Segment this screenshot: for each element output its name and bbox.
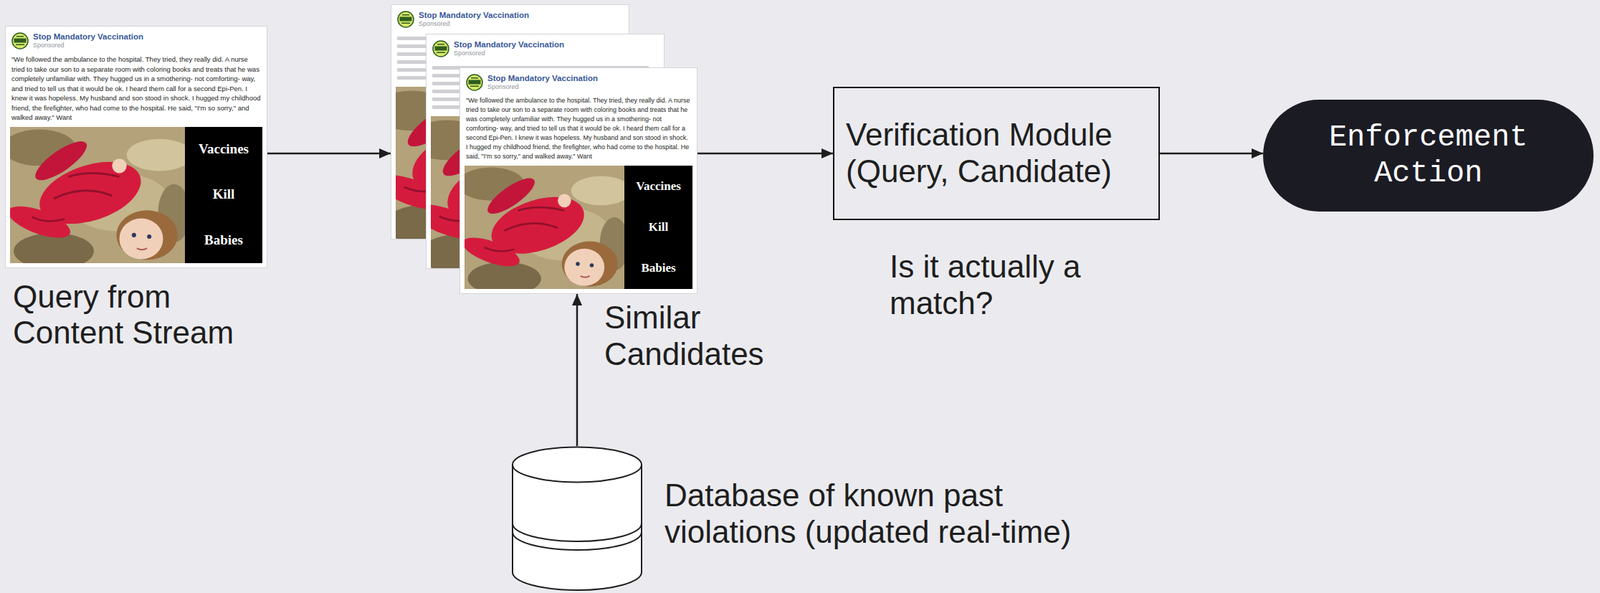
page-logo (11, 32, 29, 50)
slogan-word: Vaccines (635, 179, 682, 194)
slogan-word: Vaccines (198, 141, 249, 157)
arrow-connector (1159, 152, 1264, 155)
slogan-word: Kill (648, 220, 669, 235)
database-cylinder-shape-use (512, 447, 642, 591)
header-text: Stop Mandatory VaccinationSponsored (487, 73, 598, 92)
label-holder: Similar Candidates (604, 299, 820, 373)
child-photo-use (464, 165, 625, 289)
ad-card: Stop Mandatory VaccinationSponsored "We f… (5, 25, 268, 269)
card-header: Stop Mandatory VaccinationSponsored (426, 34, 664, 61)
arrow-connector (576, 293, 579, 446)
slogan-panel: VaccinesKillBabies (184, 126, 263, 264)
slogan-word: Babies (640, 260, 676, 276)
sponsored-tag: Sponsored (453, 49, 565, 58)
slogan-word: Babies (204, 232, 244, 249)
post-image: VaccinesKillBabies (464, 165, 693, 289)
sponsored-tag: Sponsored (418, 20, 530, 28)
module-title: Verification Module (Query, Candidate) (845, 116, 1147, 190)
page-logo-use (432, 40, 449, 57)
page-name: Stop Mandatory Vaccination (453, 39, 565, 50)
child-photo (464, 165, 625, 289)
page-name: Stop Mandatory Vaccination (418, 10, 530, 21)
child-photo-use (10, 126, 185, 264)
post-image: VaccinesKillBabies (10, 126, 263, 264)
enforcement-pill: Enforcement Action (1263, 99, 1594, 212)
card-header: Stop Mandatory VaccinationSponsored (460, 68, 697, 94)
header-text: Stop Mandatory VaccinationSponsored (418, 10, 530, 28)
post-text: "We followed the ambulance to the hospit… (11, 54, 261, 123)
slogan-word: Kill (212, 186, 236, 203)
page-logo-use (397, 11, 414, 28)
child-photo (10, 126, 185, 264)
label-holder: Is it actually a match? (889, 248, 1105, 322)
annotation: Is it actually a match? (889, 248, 1105, 322)
page-name: Stop Mandatory Vaccination (32, 31, 144, 42)
header-text: Stop Mandatory VaccinationSponsored (32, 31, 144, 50)
card-header: Stop Mandatory VaccinationSponsored (391, 5, 629, 31)
arrow-connector (267, 152, 391, 155)
caption-holder: Query from Content Stream (12, 278, 257, 352)
sponsored-tag: Sponsored (32, 41, 144, 50)
card-header: Stop Mandatory VaccinationSponsored (5, 26, 267, 53)
action-title: Enforcement Action (1313, 119, 1544, 193)
database-label: Database of known past violations (updat… (664, 477, 1095, 550)
verification-box: Verification Module (Query, Candidate) (832, 86, 1160, 221)
post-text: "We followed the ambulance to the hospit… (465, 96, 692, 162)
page-logo (397, 10, 415, 28)
page-name: Stop Mandatory Vaccination (487, 73, 598, 84)
database-label-holder: Database of known past violations (updat… (664, 477, 1095, 550)
database-cylinder: Database of known past violations (updat… (511, 445, 1095, 591)
header-text: Stop Mandatory VaccinationSponsored (453, 39, 565, 58)
arrow-connector (697, 152, 833, 155)
sponsored-tag: Sponsored (487, 83, 598, 92)
slogan-panel: VaccinesKillBabies (624, 165, 693, 289)
ad-card: Stop Mandatory VaccinationSponsored "We f… (459, 67, 698, 294)
page-logo-use (466, 74, 483, 91)
database-cylinder-shape (511, 445, 644, 591)
annotation: Similar Candidates (604, 299, 820, 373)
card-caption: Query from Content Stream (12, 278, 257, 352)
page-logo-use (12, 32, 28, 49)
page-logo (465, 73, 484, 92)
page-logo (432, 40, 450, 58)
